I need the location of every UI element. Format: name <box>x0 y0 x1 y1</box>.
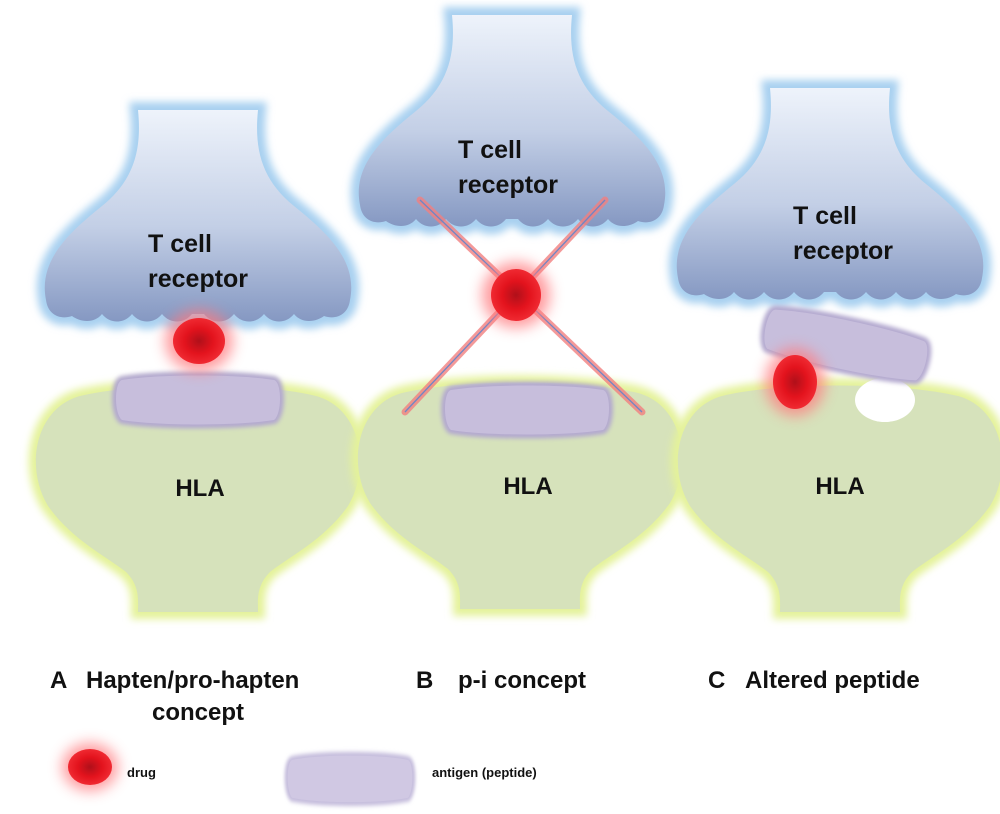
panel-c: T cell receptor HLA <box>677 88 1000 612</box>
drug-molecule <box>765 348 825 416</box>
caption-a-line2: concept <box>152 699 244 726</box>
caption-b-line1: p-i concept <box>458 667 586 694</box>
drug-molecule <box>165 310 233 372</box>
caption-letter-a: A <box>50 667 67 694</box>
tcr-label-line1: T cell <box>458 136 522 164</box>
legend-peptide-swatch <box>288 756 413 803</box>
legend: drug antigen (peptide) <box>62 743 537 802</box>
tcr-label-line1: T cell <box>148 230 212 258</box>
tcr-label-line1: T cell <box>793 202 857 230</box>
hla-label: HLA <box>815 473 864 500</box>
hla-binding-notch <box>855 378 915 422</box>
caption-a-line1: Hapten/pro-hapten <box>86 667 299 694</box>
legend-drug-swatch <box>62 743 118 791</box>
caption-letter-c: C <box>708 667 725 694</box>
legend-drug-label: drug <box>127 765 156 780</box>
legend-antigen-label: antigen (peptide) <box>432 765 537 780</box>
caption-letter-b: B <box>416 667 433 694</box>
tcr-label-line2: receptor <box>793 237 893 265</box>
hla-label: HLA <box>175 475 224 502</box>
tcr-label-line2: receptor <box>148 265 248 293</box>
tcr-label-line2: receptor <box>458 171 558 199</box>
hla-label: HLA <box>503 473 552 500</box>
caption-c-line1: Altered peptide <box>745 667 920 694</box>
panel-a: T cell receptor HLA <box>36 110 360 612</box>
t-cell-receptor <box>677 88 983 300</box>
antigen-peptide <box>116 376 280 425</box>
panel-b: T cell receptor HLA <box>358 15 682 609</box>
panel-captions: A Hapten/pro-hapten concept B p-i concep… <box>50 667 920 726</box>
drug-molecule <box>482 262 550 328</box>
antigen-peptide <box>445 386 609 435</box>
